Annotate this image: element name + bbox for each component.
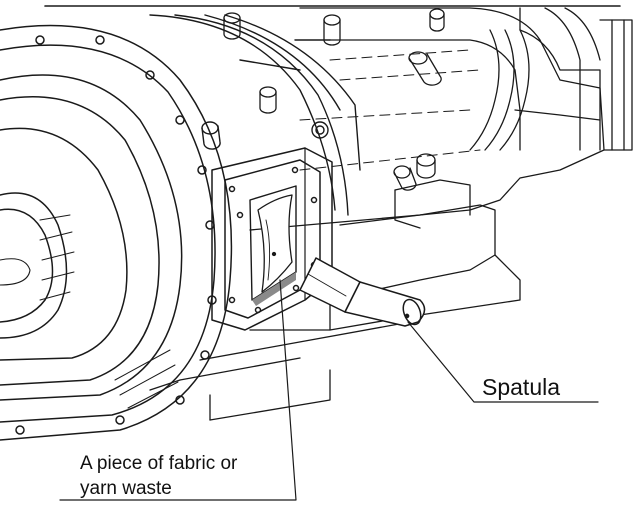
pin [223, 8, 445, 191]
fabric-waste-label-line1: A piece of fabric or [80, 453, 238, 474]
front-drum [0, 24, 233, 441]
base-frame [149, 179, 521, 421]
spatula-label: Spatula [482, 374, 561, 400]
bolt-hole [145, 70, 155, 80]
spatula [299, 257, 426, 327]
bolt-hole [205, 220, 215, 230]
bolt-hole [115, 415, 125, 425]
bolt-hole [35, 35, 45, 45]
leader-line [59, 279, 599, 501]
bolt-hole [197, 165, 207, 175]
bolt-hole [175, 115, 185, 125]
bolt-hole [95, 35, 105, 45]
fabric-waste-label-line2: yarn waste [80, 478, 172, 499]
bolt-hole [175, 395, 185, 405]
bolt-hole [15, 425, 25, 435]
housing-body [299, 7, 633, 226]
fabric-waste [257, 194, 293, 293]
flange-plate [211, 147, 333, 331]
drum-ring-section [149, 14, 361, 216]
bolt-hole [200, 350, 210, 360]
